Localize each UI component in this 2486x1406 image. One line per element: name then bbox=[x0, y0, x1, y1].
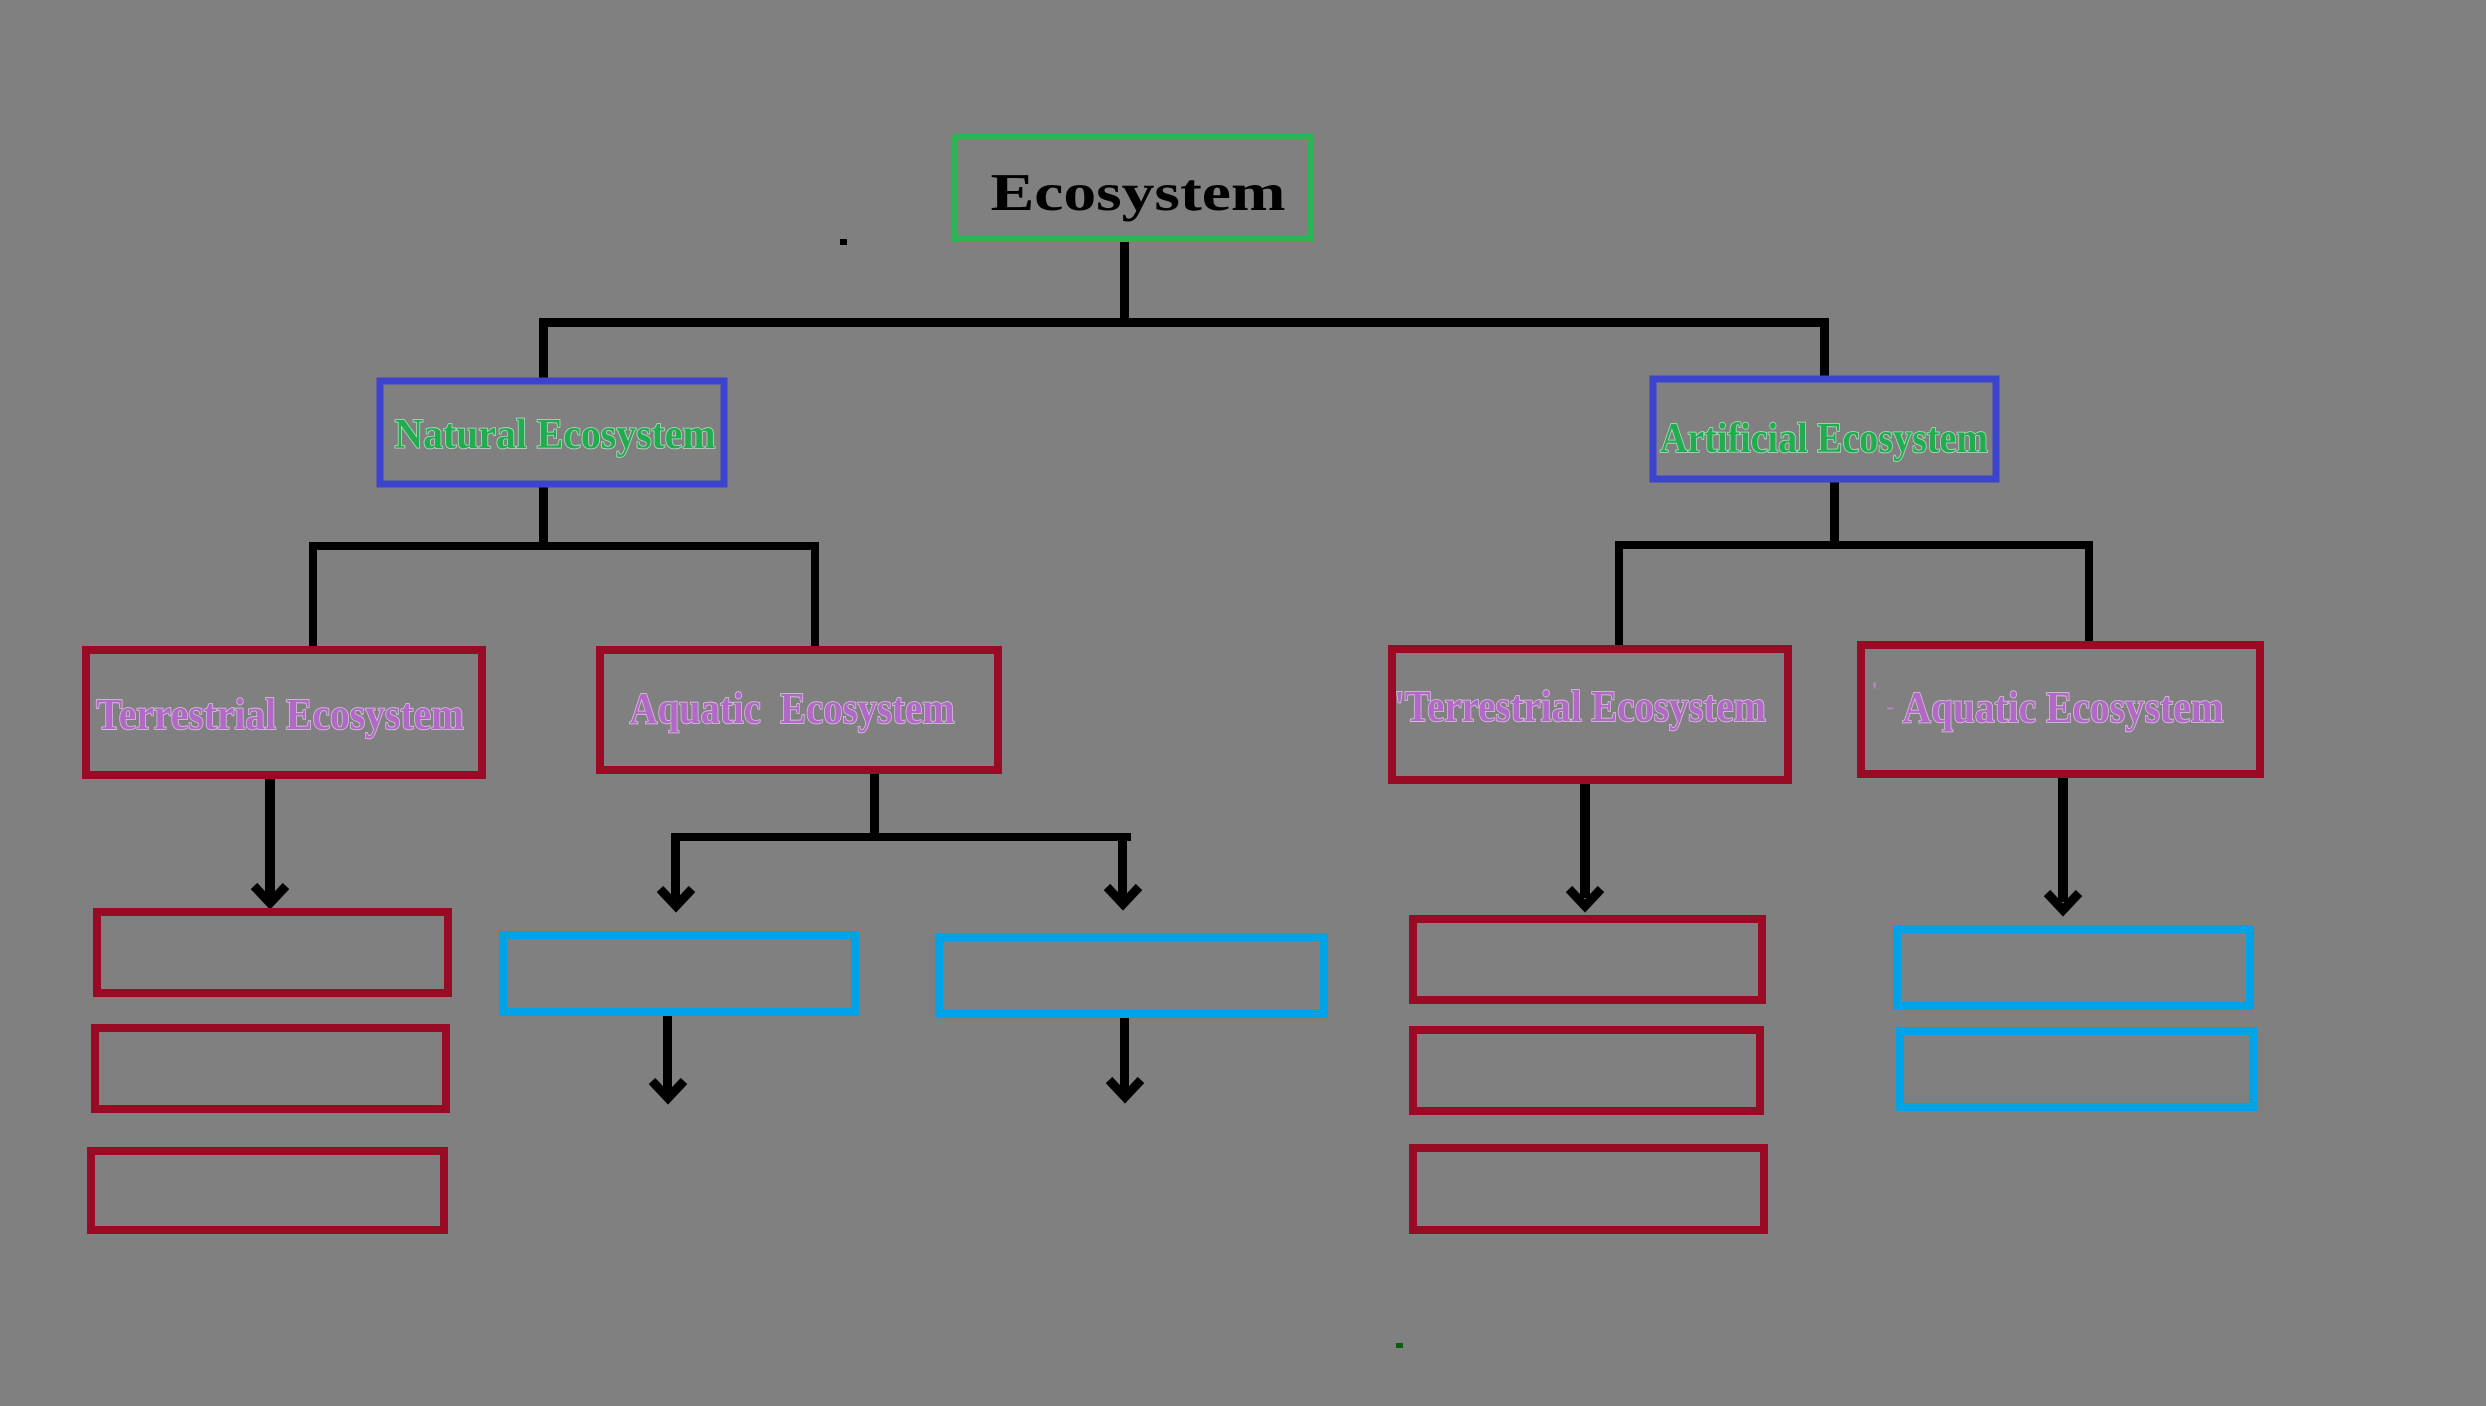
svg-text:Aquatic Ecosystem: Aquatic Ecosystem bbox=[1903, 683, 2224, 732]
svg-text:Artificial Ecosystem: Artificial Ecosystem bbox=[1660, 416, 1988, 462]
svg-text:-: - bbox=[1886, 694, 1894, 720]
svg-text:Ecosystem: Ecosystem bbox=[991, 164, 1286, 222]
svg-text:'Terrestrial Ecosystem: 'Terrestrial Ecosystem bbox=[1394, 682, 1766, 731]
svg-text:': ' bbox=[1871, 677, 1878, 706]
svg-text:Natural Ecosystem: Natural Ecosystem bbox=[395, 412, 716, 458]
svg-text:Terrestrial Ecosystem: Terrestrial Ecosystem bbox=[96, 690, 464, 739]
svg-text:Aquatic Ecosystem: Aquatic Ecosystem bbox=[630, 684, 955, 733]
